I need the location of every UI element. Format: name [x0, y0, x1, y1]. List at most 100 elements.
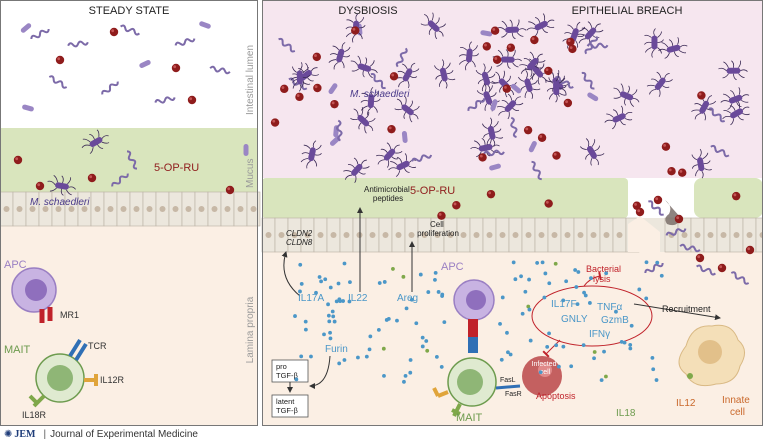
mucus-layer-right [262, 178, 628, 218]
cytokine-particle [395, 318, 399, 323]
cytokine-particle [604, 374, 608, 379]
cytokine-particle [442, 320, 447, 325]
cytokine-particle [543, 271, 548, 276]
cytokine-particle [342, 358, 347, 362]
cytokine-particle [434, 354, 439, 359]
cytokine-particle [328, 285, 333, 290]
cytokine-il12: IL12 [676, 398, 696, 409]
cytokine-particle [604, 271, 609, 276]
cytokine-particle [583, 293, 588, 298]
cytokine-particle [433, 277, 437, 282]
cytokine-particle [582, 290, 586, 295]
gene-cldn2: CLDN2 [286, 229, 313, 238]
infected-cell-label: Infected cell [532, 361, 559, 376]
cytokine-particle [298, 289, 302, 294]
cytokine-particle [523, 289, 528, 294]
metabolite-dot [552, 151, 561, 160]
prolif-label: Cell proliferation [417, 220, 459, 238]
gene-cldn8: CLDN8 [286, 238, 313, 247]
cytokine-particle [506, 350, 510, 355]
cytokine-particle [599, 378, 604, 383]
cytokine-particle [420, 335, 425, 340]
metabolite-dot [697, 91, 706, 100]
cytokine-particle [323, 277, 328, 282]
cytokine-particle [328, 330, 332, 335]
cytokine-particle [644, 260, 649, 265]
footer-separator: | [43, 428, 47, 440]
cytokine-particle [408, 370, 413, 375]
epithelial-cell [326, 217, 341, 253]
bacterium-label-right: M. schaedleri [350, 89, 410, 100]
epithelial-cell [560, 217, 575, 253]
epithelial-cell [729, 217, 744, 253]
cytokine-particle [367, 347, 372, 352]
epithelial-cell [521, 217, 536, 253]
cytokine-ifng: IFNγ [589, 329, 610, 340]
metabolite-dot [745, 245, 755, 255]
cytokine-particle [401, 274, 406, 279]
amp-label: Antimicrobial peptides [364, 185, 412, 203]
metabolite-dot [566, 37, 575, 47]
apc-cell-right [453, 279, 495, 353]
cytokine-particle [505, 330, 509, 335]
cytokine-particle [356, 355, 360, 360]
epithelial-cell [573, 217, 588, 253]
epithelial-cell [599, 217, 614, 253]
jem-logo-icon: ✺ [4, 428, 13, 440]
zone-lamina-label: Lamina propria [245, 296, 256, 363]
cytokine-il18: IL18 [616, 408, 636, 419]
cytokine-particle [382, 373, 386, 378]
cytokine-particle [402, 379, 406, 384]
cytokine-particle [526, 304, 531, 309]
cytokine-particle [319, 279, 323, 284]
metabolite-dot [537, 133, 547, 142]
cytokine-particle [628, 343, 633, 347]
cytokine-particle [654, 378, 659, 382]
cytokine-particle [336, 281, 341, 286]
metabolite-dot [530, 35, 539, 45]
svg-text:TGF-β: TGF-β [276, 371, 298, 380]
cytokine-particle [439, 365, 444, 369]
mait-label-right: MAIT [456, 412, 483, 424]
cytotoxic-mediators-group [531, 285, 653, 347]
cytokine-particle [341, 299, 345, 303]
cytokine-particle [326, 313, 331, 318]
mait-cell-right [432, 357, 521, 417]
epithelial-cell [482, 217, 497, 253]
epithelial-cell [181, 191, 196, 227]
cytokine-particle [574, 285, 579, 289]
prolif-label-line1: Cell [430, 220, 444, 229]
cytokine-particle [535, 261, 540, 265]
cytokine-tnfa: TNFα [597, 302, 622, 313]
fasr-label: FasR [505, 391, 522, 398]
epithelial-cell [90, 191, 105, 227]
cytokine-particle [528, 338, 533, 343]
lysis-label-line1: Bacterial [586, 264, 621, 274]
title-dysbiosis: DYSBIOSIS [338, 5, 397, 17]
journal-footer: ✺ JEM | Journal of Experimental Medicine [4, 426, 198, 442]
apc-cell-left [11, 267, 57, 323]
metabolite-dot [295, 92, 304, 102]
cytokine-particle [547, 331, 551, 336]
cytokine-particle [376, 327, 381, 332]
epithelial-cell [129, 191, 144, 227]
cytokine-particle [322, 332, 326, 337]
cytokine-particle [342, 261, 347, 266]
epithelial-cell [716, 217, 731, 253]
innate-cell [678, 324, 745, 387]
epithelial-cell [495, 217, 510, 253]
cytokine-particle [581, 343, 586, 348]
metabolite-dot [312, 52, 321, 62]
apoptosis-label: Apoptosis [536, 391, 576, 401]
cytokine-particle [500, 295, 505, 300]
tcr-right [468, 337, 478, 353]
metabolite-dot [437, 211, 446, 220]
cytokine-particle [564, 279, 569, 284]
metabolite-dot [717, 263, 727, 273]
cytokine-particle [337, 361, 342, 366]
zone-mucus-label: Mucus [245, 159, 256, 188]
metabolite-dot [270, 118, 280, 127]
fasl-receptor [495, 384, 521, 390]
cytokine-particle [619, 339, 624, 344]
epithelial-cell [220, 191, 235, 227]
